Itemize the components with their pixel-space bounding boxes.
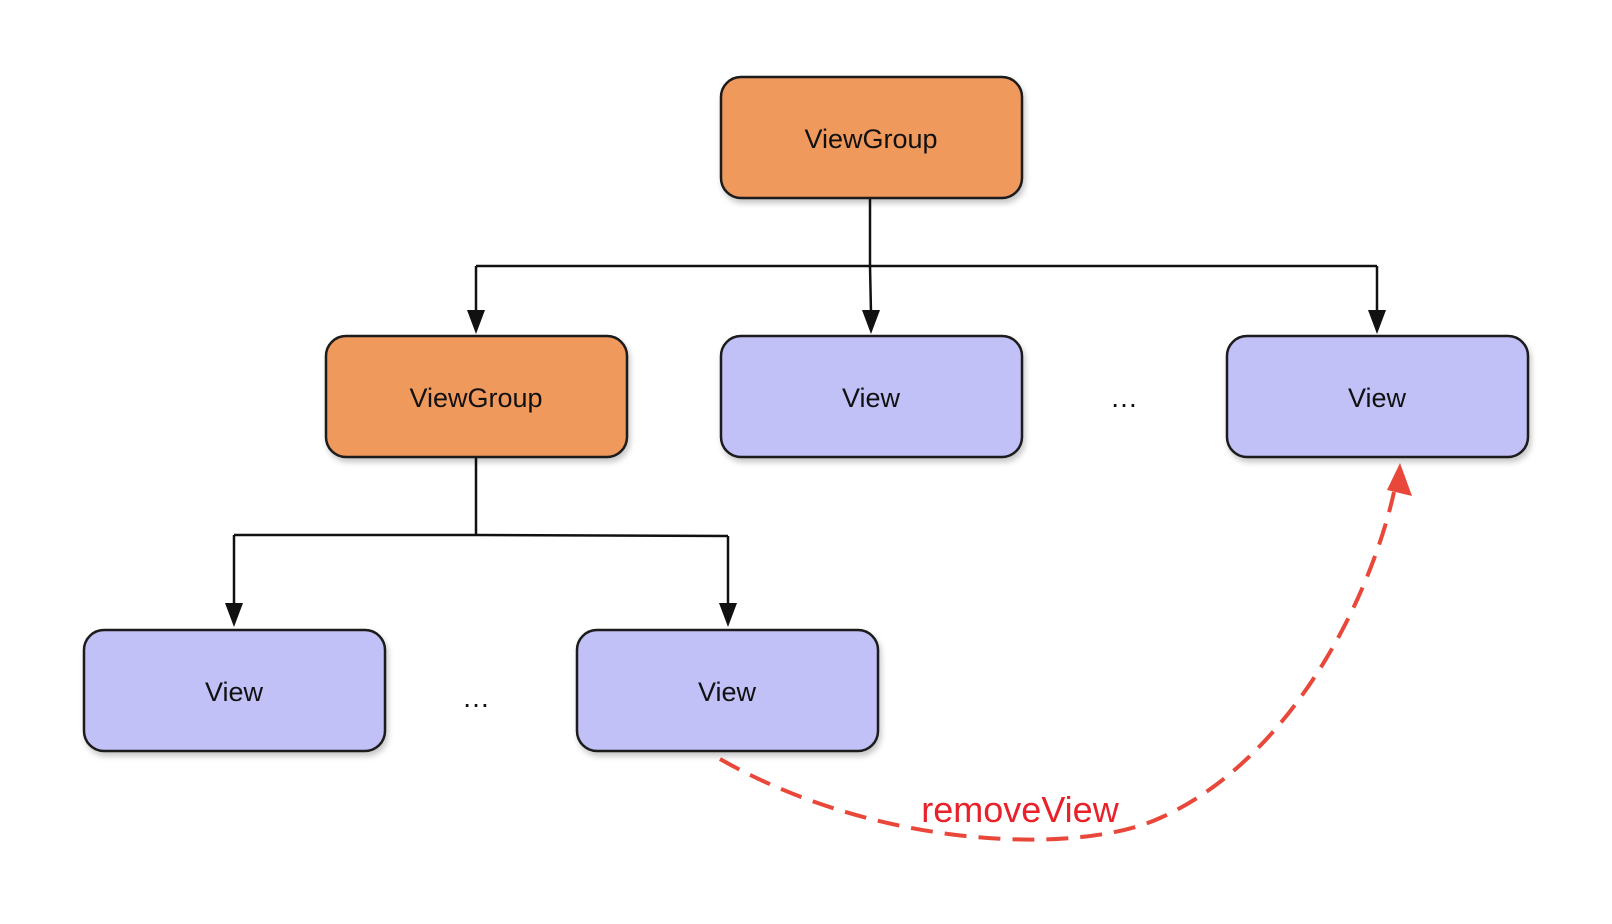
- node-leaf-view-1-box: [82, 628, 387, 753]
- node-child-group-box: [324, 334, 629, 459]
- node-leaf-view-1: View: [82, 628, 387, 753]
- ellipsis-row2: …: [1110, 382, 1138, 413]
- node-root: ViewGroup: [719, 75, 1024, 200]
- node-root-label: ViewGroup: [804, 124, 937, 154]
- ellipsis-row3: …: [462, 682, 490, 713]
- arrowhead-leaf-view-1: [225, 603, 243, 627]
- remove-view-arrowhead: [1387, 463, 1412, 496]
- node-child-view-1-box: [719, 334, 1024, 459]
- node-child-view-2-box: [1225, 334, 1530, 459]
- node-leaf-view-2-box: [575, 628, 880, 753]
- node-child-group: ViewGroup: [324, 334, 629, 459]
- node-child-view-1: View: [719, 334, 1024, 459]
- arrowhead-child-group: [467, 310, 485, 334]
- remove-view-label: removeView: [921, 789, 1119, 830]
- node-root-box: [719, 75, 1024, 200]
- node-child-group-label: ViewGroup: [409, 383, 542, 413]
- remove-view-dashed-arrow: [719, 491, 1396, 842]
- node-leaf-view-1-label: View: [205, 677, 264, 707]
- node-leaf-view-2-label: View: [698, 677, 757, 707]
- edge-group-horizontal: [234, 533, 729, 538]
- arrowhead-child-view-1: [862, 310, 880, 334]
- arrowhead-leaf-view-2: [719, 603, 737, 627]
- node-child-view-1-label: View: [842, 383, 901, 413]
- remove-view-annotation: removeView: [719, 463, 1412, 842]
- node-child-view-2-label: View: [1348, 383, 1407, 413]
- node-leaf-view-2: View: [575, 628, 880, 753]
- connectors: [225, 198, 1386, 627]
- arrowhead-child-view-2: [1368, 310, 1386, 334]
- node-child-view-2: View: [1225, 334, 1530, 459]
- edge-root-to-child-view-1: [868, 265, 873, 314]
